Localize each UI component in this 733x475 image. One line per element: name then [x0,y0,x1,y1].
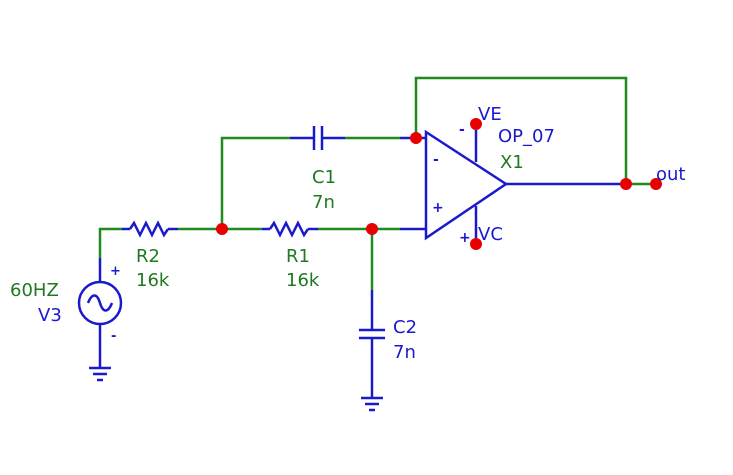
node-ve [470,118,482,130]
capacitor-c2 [359,290,385,412]
ground-icon [89,366,111,382]
c1-name-label: C1 [312,167,336,188]
r2-name-label: R2 [136,246,160,267]
source-value-label: 60HZ [10,280,59,301]
r1-value-label: 16k [286,270,320,291]
node-b [366,223,378,235]
net-out-label: out [656,164,685,185]
nodes [216,118,662,250]
wires [98,76,656,290]
r2-value-label: 16k [136,270,170,291]
source-minus-sign: - [111,329,116,344]
r1-name-label: R1 [286,246,310,267]
net-ve-label: VE [478,104,502,125]
resistor-zigzag [268,220,310,238]
resistor-zigzag [128,220,170,238]
opamp-model-label: OP_07 [498,126,555,147]
wire-feedback [414,76,628,184]
wire-node-a-to-c1 [220,136,290,229]
sine-wave-icon [86,294,114,312]
node-a [216,223,228,235]
opamp-vc-pin-sign: + [459,230,471,246]
c1-value-label: 7n [312,192,335,213]
opamp-inv-sign: - [433,152,439,168]
resistor-r2 [122,220,178,238]
opamp-triangle [424,129,509,241]
node-inv [410,132,422,144]
capacitor-c1 [290,126,345,150]
source-plus-sign: + [110,264,121,279]
voltage-source-v3 [77,258,123,382]
resistor-r1 [262,220,318,238]
opamp-noninv-sign: + [432,200,444,216]
node-out [620,178,632,190]
opamp-x1 [400,124,552,244]
opamp-ve-pin-sign: - [459,122,465,138]
wire-source-to-r2 [98,227,122,258]
source-name-label: V3 [38,305,62,326]
opamp-name-label: X1 [500,152,524,173]
node-vc [470,238,482,250]
net-vc-label: VC [478,224,503,245]
components [77,124,552,412]
ground-icon [361,396,383,412]
c2-value-label: 7n [393,342,416,363]
node-out-port [650,178,662,190]
c2-name-label: C2 [393,317,417,338]
